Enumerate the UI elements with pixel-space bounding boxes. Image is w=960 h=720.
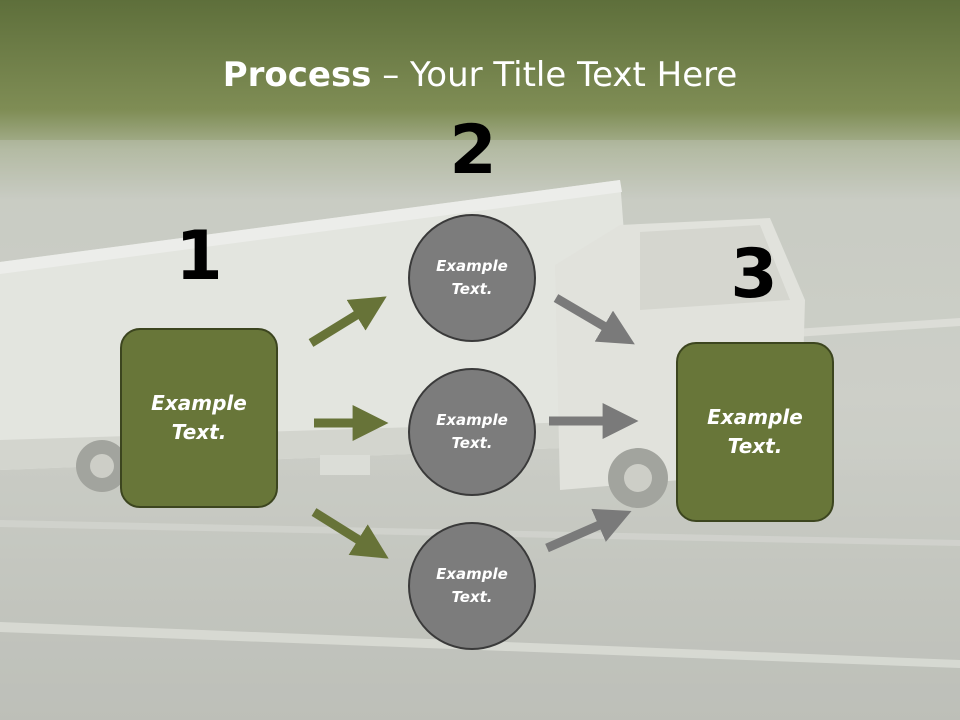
step-2-circle-middle[interactable]: Example Text. (408, 368, 536, 496)
step-3-number: 3 (730, 235, 778, 314)
title-bold: Process (222, 55, 372, 95)
step-2-circle-top[interactable]: Example Text. (408, 214, 536, 342)
step-2-circle-bottom-label: Example Text. (436, 565, 508, 606)
step-1-number: 1 (175, 217, 223, 296)
step-2-circle-top-label: Example Text. (436, 257, 508, 298)
slide-title: Process – Your Title Text Here (0, 55, 960, 95)
arrow-1-to-2a (308, 296, 387, 347)
step-2-circle-bottom[interactable]: Example Text. (408, 522, 536, 650)
step-3-label: Example Text. (707, 405, 803, 458)
title-rest: – Your Title Text Here (371, 55, 738, 95)
arrow-1-to-2c (311, 508, 389, 559)
step-2-circle-middle-label: Example Text. (436, 411, 508, 452)
arrow-2a-to-3 (553, 294, 635, 345)
step-1-label: Example Text. (151, 391, 247, 444)
step-2-number: 2 (449, 111, 497, 190)
step-1-box[interactable]: Example Text. (120, 328, 278, 508)
step-3-box[interactable]: Example Text. (676, 342, 834, 522)
arrow-2c-to-3 (545, 508, 632, 553)
